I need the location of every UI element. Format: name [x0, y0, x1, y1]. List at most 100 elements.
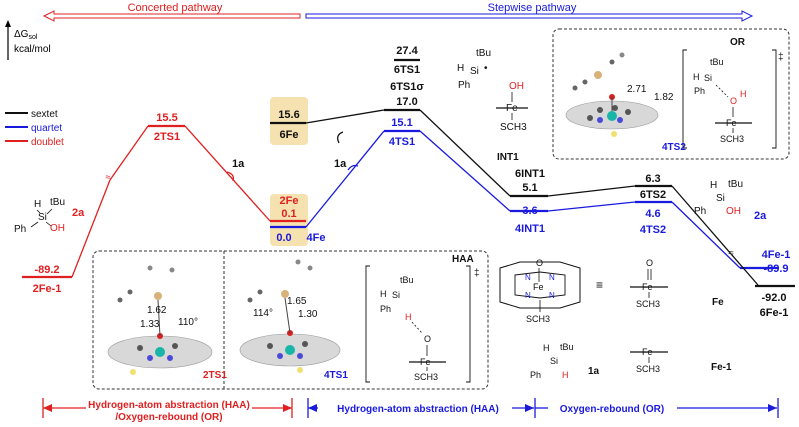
axis-unit: kcal/mol	[14, 44, 51, 55]
ts1-quartet-3d-model	[239, 259, 341, 373]
ts1-sextet-name: 6TS1	[394, 64, 420, 76]
fe1-sextet-value: -92.0	[761, 292, 786, 304]
stepwise-pathway-label: Stepwise pathway	[488, 2, 577, 14]
svg-text:Ph: Ph	[380, 304, 391, 314]
fe-quartet-value: 0.0	[276, 232, 291, 244]
fe-doublet-name: 2Fe	[280, 195, 299, 207]
ts1-doublet-value: 15.5	[156, 112, 177, 124]
fe-oxo-schematic: O Fe SCH3 Fe	[630, 258, 724, 309]
int1-sextet-value: 5.1	[522, 182, 537, 194]
svg-text:N: N	[549, 273, 555, 282]
level-labels: 15.6 6Fe 2Fe 0.1 0.0 4Fe 15.5 2TS1 -89.2…	[33, 45, 791, 319]
svg-text:Ph: Ph	[530, 370, 541, 380]
haa-box-dagger: ‡	[474, 268, 480, 279]
axis-label: ΔG	[14, 29, 29, 40]
compound-1a-label: 1a	[588, 366, 600, 377]
ts2-dist-2: 1.82	[654, 92, 674, 103]
axis-label-sub: sol	[28, 34, 37, 41]
svg-text:H: H	[34, 199, 41, 210]
fe-sextet-name: 6Fe	[280, 129, 299, 141]
ts1-doublet-structure-name: 2TS1	[203, 370, 227, 381]
svg-text:SCH3: SCH3	[414, 372, 438, 382]
svg-text:tBu: tBu	[710, 57, 724, 67]
svg-text:SCH3: SCH3	[636, 299, 660, 309]
silanol-product-left: H tBu Si Ph OH 2a	[14, 197, 85, 235]
svg-text:N: N	[549, 291, 555, 300]
energy-axis: ΔGsol kcal/mol	[5, 20, 51, 60]
ts1-quartet-structure-name: 4TS1	[324, 370, 348, 381]
process-bar: Hydrogen-atom abstraction (HAA) /Oxygen-…	[42, 398, 779, 423]
silanol-product-right: H tBu Si Ph OH 2a	[694, 179, 767, 222]
ts1-doublet-name: 2TS1	[154, 131, 180, 143]
ts2-3d-model	[565, 52, 659, 137]
fe1-quartet-value: -89.9	[763, 263, 788, 275]
svg-text:SCH3: SCH3	[500, 122, 527, 133]
or-box-dagger: ‡	[778, 52, 784, 63]
int1-label: INT1	[497, 152, 519, 163]
fe-sextet-highlight	[270, 97, 308, 145]
fe1-doublet-name: 2Fe-1	[33, 283, 62, 295]
ts2-quartet-value: 4.6	[645, 208, 660, 220]
svg-text:tBu: tBu	[728, 179, 743, 190]
silyl-radical: tBu H Si Ph •	[457, 48, 491, 91]
ts1-quartet-value: 15.1	[391, 117, 412, 129]
ts1-quartet-dist-1: 1.65	[287, 296, 307, 307]
int1-sextet-name: 6INT1	[515, 168, 545, 180]
svg-text:H: H	[457, 63, 464, 74]
svg-text:tBu: tBu	[476, 48, 491, 59]
haa-or-label-1: Hydrogen-atom abstraction (HAA)	[88, 400, 250, 411]
ts1-doublet-dist-2: 1.33	[140, 319, 160, 330]
fe-hydroxo-intermediate: OH Fe SCH3	[496, 81, 528, 133]
svg-text:SCH3: SCH3	[526, 314, 550, 324]
legend-quartet: quartet	[31, 123, 62, 134]
ts2-dist-1: 2.71	[627, 84, 647, 95]
svg-text:tBu: tBu	[560, 342, 574, 352]
svg-text:tBu: tBu	[400, 275, 414, 285]
silane-1a-schematic: H tBu Si Ph H 1a	[530, 342, 600, 380]
stepwise-pathway-arrow: Stepwise pathway	[305, 2, 754, 22]
svg-text:Fe: Fe	[420, 357, 431, 367]
svg-text:Ph: Ph	[694, 206, 706, 217]
haa-label: Hydrogen-atom abstraction (HAA)	[337, 404, 499, 415]
svg-text:tBu: tBu	[50, 197, 65, 208]
concerted-pathway-label: Concerted pathway	[128, 2, 223, 14]
product-2a-right: 2a	[754, 210, 767, 222]
ts1-doublet-dist-1: 1.62	[147, 305, 167, 316]
porphyrin-structure: N N N N Fe O SCH3 ≡	[499, 258, 603, 324]
ts2-sextet-name: 6TS2	[640, 189, 666, 201]
haa-schematic: HAA ‡ tBu H Si Ph H O Fe SCH3	[365, 254, 480, 383]
svg-text:≡: ≡	[596, 278, 603, 292]
svg-text:H: H	[562, 370, 569, 380]
svg-text:Si: Si	[716, 193, 725, 204]
fe1-sextet-name: 6Fe-1	[760, 307, 789, 319]
svg-text:N: N	[525, 273, 531, 282]
svg-text:Si: Si	[392, 290, 400, 300]
svg-text:Fe: Fe	[533, 282, 544, 292]
fe-label: Fe	[712, 297, 724, 308]
haa-box-label: HAA	[452, 254, 474, 265]
int1-quartet-value: 3.6	[522, 205, 537, 217]
svg-text:SCH3: SCH3	[720, 134, 744, 144]
ts1-doublet-angle: 110°	[178, 317, 198, 328]
ts1-sextet-value: 27.4	[396, 45, 418, 57]
ts2-quartet-name: 4TS2	[640, 224, 666, 236]
fe1-schematic: Fe SCH3 Fe-1	[630, 347, 732, 374]
fe-sextet-value: 15.6	[278, 109, 299, 121]
fe1-doublet-value: -89.2	[34, 264, 59, 276]
svg-text:O: O	[730, 96, 737, 106]
ts1-doublet-3d-model	[107, 265, 213, 375]
ts2-sextet-value: 6.3	[645, 173, 660, 185]
svg-text:Si: Si	[470, 66, 479, 77]
svg-text:Ph: Ph	[14, 224, 26, 235]
svg-text:Fe: Fe	[726, 118, 737, 128]
legend: sextet quartet doublet	[5, 109, 64, 148]
svg-text:ΔGsol: ΔGsol	[14, 29, 38, 41]
svg-text:Si: Si	[550, 356, 558, 366]
svg-text:O: O	[536, 258, 543, 268]
svg-text:Fe: Fe	[506, 103, 518, 114]
int1-quartet-name: 4INT1	[515, 223, 545, 235]
svg-text:OH: OH	[509, 81, 524, 92]
svg-text:Ph: Ph	[694, 86, 705, 96]
svg-text:•: •	[484, 63, 488, 74]
